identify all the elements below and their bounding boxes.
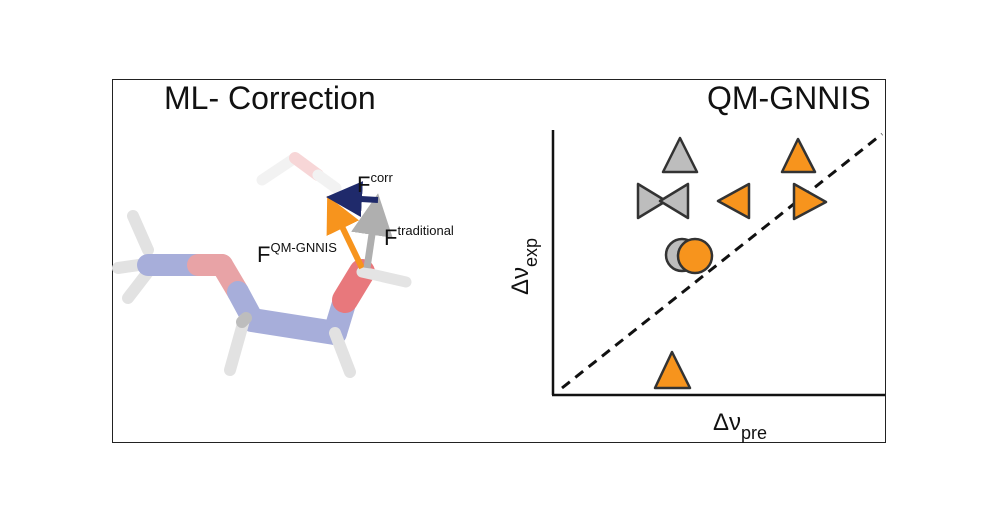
marker-orange-triangle-right <box>792 182 828 221</box>
x-axis-label: Δνpre <box>713 409 767 443</box>
y-axis-label: Δνexp <box>507 238 541 295</box>
water-molecule <box>256 152 342 194</box>
f-qm-gnnis-arrow <box>326 195 365 270</box>
marker-orange-circle <box>676 237 714 275</box>
f-qm-gnnis-label: FQM-GNNIS <box>257 240 337 267</box>
f-corr-arrow <box>326 181 379 218</box>
plot-markers <box>636 136 828 390</box>
f-corr-label: Fcorr <box>357 170 394 197</box>
marker-orange-triangle-up <box>780 137 817 174</box>
diagonal-reference-line <box>561 132 883 390</box>
force-arrows <box>326 181 393 270</box>
right-panel-title: QM-GNNIS <box>707 80 871 116</box>
left-panel-title: ML- Correction <box>164 80 376 116</box>
marker-gray-triangle-up <box>661 136 699 174</box>
f-traditional-arrow <box>351 193 393 269</box>
f-traditional-label: Ftraditional <box>384 223 454 250</box>
figure-frame <box>112 79 886 443</box>
plot-axes <box>551 130 885 397</box>
molecule-model <box>112 152 412 378</box>
marker-orange-triangle-bottom <box>653 350 692 390</box>
marker-gray-triangle-left <box>658 182 690 220</box>
marker-orange-triangle-left <box>716 182 751 220</box>
marker-gray-triangle-right <box>636 182 668 220</box>
